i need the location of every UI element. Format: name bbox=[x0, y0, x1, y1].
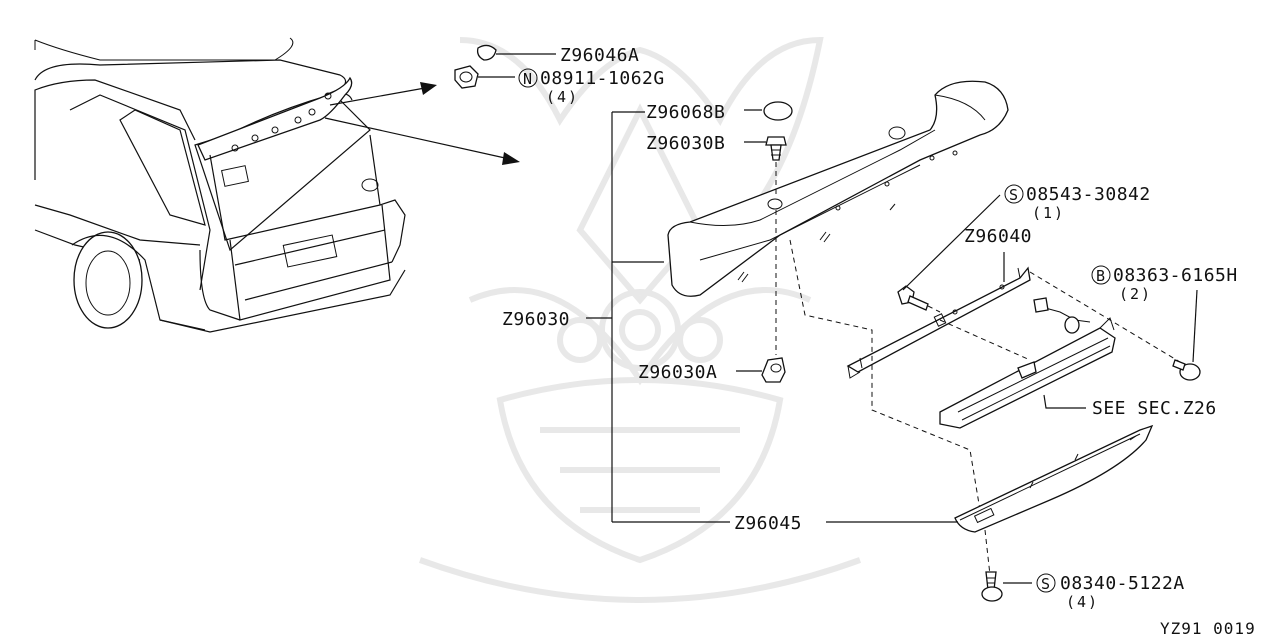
screw-08340-icon bbox=[981, 571, 1003, 602]
pointer-arrows bbox=[324, 82, 520, 165]
cap-z96068b-icon bbox=[763, 101, 793, 121]
circle-mark-n bbox=[518, 68, 538, 88]
leader-dash bbox=[939, 319, 1031, 361]
callout-labels: Z96046A N 08911-1062G (4) Z96068B Z96030… bbox=[502, 45, 1256, 638]
leader-lines bbox=[478, 53, 1198, 584]
vehicle-rear-illustration bbox=[34, 37, 406, 333]
screw-08543-icon bbox=[897, 285, 929, 311]
mark-s: S bbox=[1009, 186, 1018, 204]
stop-lamp-assembly bbox=[939, 297, 1116, 429]
qty-08363: (2) bbox=[1119, 285, 1152, 303]
grommet-z96030a-icon bbox=[761, 357, 786, 383]
leader-dash bbox=[927, 305, 941, 313]
clip-z96030b-icon bbox=[765, 136, 787, 161]
bracket-z96040 bbox=[846, 266, 1031, 379]
nut-08911-icon bbox=[454, 65, 479, 89]
bolt-08363-icon bbox=[1172, 359, 1201, 381]
qty-08340: (4) bbox=[1066, 593, 1099, 611]
rear-spoiler-z96030 bbox=[667, 80, 1009, 297]
label-z96045: Z96045 bbox=[734, 513, 802, 534]
label-z96040: Z96040 bbox=[964, 226, 1032, 247]
qty-08911: (4) bbox=[546, 88, 579, 106]
label-z96030b: Z96030B bbox=[646, 133, 725, 154]
label-z96030a: Z96030A bbox=[638, 362, 717, 383]
figure-code: YZ91 0019 bbox=[1160, 619, 1256, 638]
leader-dash bbox=[789, 239, 981, 511]
part-z96046a-icon bbox=[476, 44, 497, 61]
label-08543: 08543-30842 bbox=[1026, 184, 1151, 205]
label-see-sec-z26: SEE SEC.Z26 bbox=[1092, 398, 1217, 419]
leader-dash bbox=[1029, 271, 1181, 363]
label-z96046a: Z96046A bbox=[560, 45, 639, 66]
circle-mark-b bbox=[1091, 265, 1111, 285]
mark-s: S bbox=[1041, 575, 1050, 593]
label-08340: 08340-5122A bbox=[1060, 573, 1185, 594]
label-z96030: Z96030 bbox=[502, 309, 570, 330]
watermark-emblem bbox=[418, 36, 862, 603]
label-08363: 08363-6165H bbox=[1113, 265, 1238, 286]
circle-mark-s bbox=[1036, 573, 1056, 593]
mark-n: N bbox=[523, 70, 532, 88]
leader-dash bbox=[984, 529, 991, 576]
circle-mark-s bbox=[1004, 184, 1024, 204]
label-z96068b: Z96068B bbox=[646, 102, 725, 123]
mark-b: B bbox=[1096, 267, 1105, 285]
qty-08543: (1) bbox=[1032, 204, 1065, 222]
garnish-z96045 bbox=[954, 424, 1154, 533]
label-08911: 08911-1062G bbox=[540, 68, 665, 89]
